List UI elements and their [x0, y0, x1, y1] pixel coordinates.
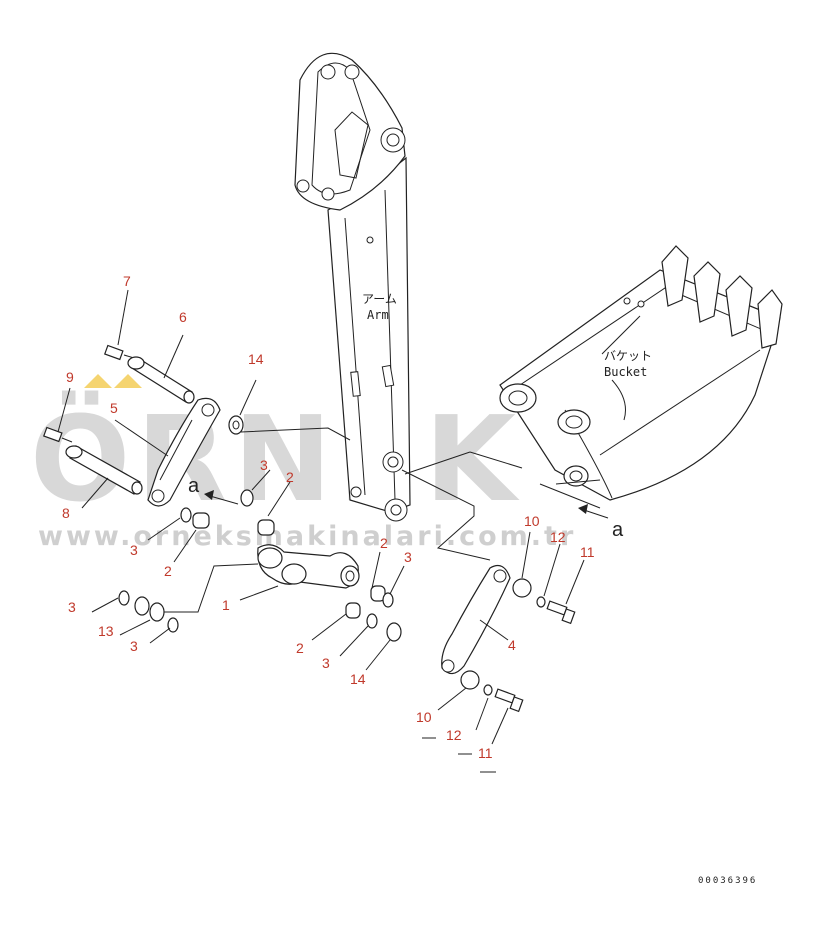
watermark-brand: ÖRNEK — [30, 390, 522, 528]
part-2-bushing-d — [345, 602, 361, 619]
bucket-tooth-2 — [693, 261, 721, 323]
drawing-code: 00036396 — [698, 876, 757, 886]
callout-7: 7 — [123, 273, 131, 289]
part-14-shim-lower — [386, 622, 402, 642]
callout-3-lower: 3 — [322, 655, 330, 671]
bucket-label-en: Bucket — [604, 365, 647, 379]
part-1-h-link — [257, 544, 360, 589]
arm-label-en: Arm — [367, 308, 389, 322]
callout-3-mid: 3 — [404, 549, 412, 565]
callout-14-upper: 14 — [248, 351, 264, 367]
part-13-washer-a — [134, 596, 150, 616]
callout-13: 13 — [98, 623, 114, 639]
callout-2-upper: 2 — [286, 469, 294, 485]
part-12-spring-washer-upper — [536, 596, 546, 608]
callout-6: 6 — [179, 309, 187, 325]
bucket-tooth-1 — [661, 245, 689, 307]
bucket: バケット Bucket — [499, 245, 783, 501]
part-7-grease-fitting — [104, 344, 135, 361]
callout-11-lower: 11 — [478, 745, 493, 761]
callout-10-upper: 10 — [524, 513, 540, 529]
callout-9: 9 — [66, 369, 74, 385]
callouts: 7 6 9 5 14 3 2 8 3 2 2 3 1 3 13 3 2 3 14… — [62, 273, 595, 773]
part-3-ring-b — [180, 507, 192, 523]
part-11-bolt-upper — [546, 600, 576, 625]
callout-3-lower-left: 3 — [68, 599, 76, 615]
callout-2-left: 2 — [164, 563, 172, 579]
leader-lines — [57, 289, 601, 745]
part-3-ring-f — [366, 613, 378, 629]
part-2-bushing-a — [257, 519, 275, 536]
part-2-bushing-b — [192, 512, 210, 529]
callout-12-upper: 12 — [550, 529, 566, 545]
arm-label-jp: アーム — [362, 292, 397, 306]
callout-3-bottom-left: 3 — [130, 638, 138, 654]
part-10-washer-lower — [460, 670, 480, 690]
arm: アーム Arm — [294, 52, 411, 522]
part-8-pin — [65, 445, 143, 495]
view-label-right: a — [612, 519, 624, 541]
callout-14-lower: 14 — [350, 671, 366, 687]
part-10-washer-upper — [512, 578, 532, 598]
part-2-bushing-c — [370, 585, 386, 602]
bucket-label-jp: バケット — [604, 349, 652, 363]
part-3-ring-c — [118, 590, 130, 606]
view-arrow-right: a — [578, 504, 624, 541]
part-6-pin — [127, 356, 195, 404]
callout-2-lower: 2 — [296, 640, 304, 656]
callout-1: 1 — [222, 597, 230, 613]
view-label-left: a — [188, 475, 200, 497]
callout-2-mid: 2 — [380, 535, 388, 551]
bucket-shell — [499, 269, 781, 501]
part-11-bolt-lower — [494, 688, 524, 713]
part-5-link-plate — [147, 397, 221, 507]
view-arrow-left: a — [188, 475, 239, 505]
callout-12-lower: 12 — [446, 727, 462, 743]
callout-3-left: 3 — [130, 542, 138, 558]
callout-10-lower: 10 — [416, 709, 432, 725]
bucket-tooth-3 — [725, 275, 753, 337]
part-9-grease-fitting — [43, 426, 73, 443]
callout-8: 8 — [62, 505, 70, 521]
part-3-ring-d — [167, 617, 179, 633]
callout-5: 5 — [110, 400, 118, 416]
part-13-washer-b — [149, 602, 165, 622]
watermark-accent-right — [114, 374, 142, 388]
watermark-url: www.orneksmakinalari.com.tr — [38, 521, 576, 552]
right-link-assembly — [441, 565, 576, 713]
watermark-accent-left — [84, 374, 112, 388]
part-12-spring-washer-lower — [483, 684, 493, 696]
part-4-link-plate — [441, 565, 511, 675]
callout-11-upper: 11 — [580, 544, 595, 560]
watermark: ÖRNEK www.orneksmakinalari.com.tr — [30, 374, 576, 552]
part-3-ring-a — [240, 489, 254, 507]
part-3-ring-e — [382, 592, 394, 608]
callout-4: 4 — [508, 637, 516, 653]
link-assembly — [43, 344, 402, 642]
bucket-tooth-4 — [757, 289, 783, 349]
callout-3-arm: 3 — [260, 457, 268, 473]
